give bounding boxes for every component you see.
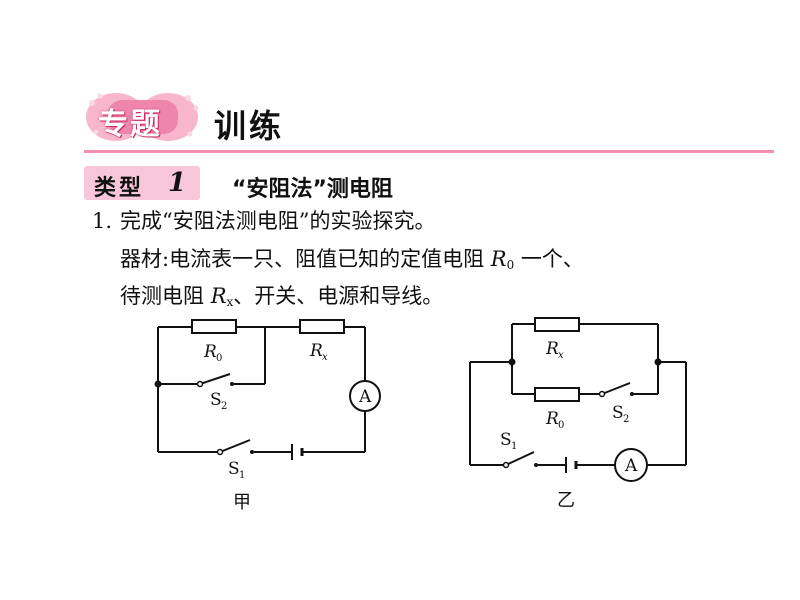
type-number: 1 <box>168 168 187 198</box>
type-label: 类型 <box>94 176 145 201</box>
section-title: “安阻法”测电阻 <box>232 177 393 202</box>
label-s2-left-sub: 2 <box>221 401 227 412</box>
switch-pivot-s2-right <box>598 390 606 398</box>
switch-s2-left <box>199 373 231 385</box>
question-text: 完成“安阻法测电阻”的实验探究。 <box>120 209 436 233</box>
label-rx-right-sub: x <box>558 350 564 361</box>
resistor-r0-left <box>191 319 237 334</box>
label-s2-right-sub: 2 <box>623 414 629 425</box>
switch-pivot-s1-right <box>502 461 510 469</box>
switch-contact-s2-left <box>230 382 234 386</box>
title-underline <box>84 150 774 153</box>
line3-suffix: 、开关、电源和导线。 <box>233 284 444 308</box>
question-number: 1. <box>92 209 113 233</box>
label-r0-right-sub: 0 <box>558 420 564 431</box>
equipment-suffix: 一个、 <box>520 247 584 271</box>
resistor-rx-left <box>299 319 345 334</box>
node-right-1 <box>508 358 516 366</box>
label-rx-right: R <box>545 339 559 359</box>
label-r0-left-sub: 0 <box>216 353 222 364</box>
rx-symbol: R <box>210 284 227 308</box>
label-rx-left: R <box>309 341 323 361</box>
equipment-line: 器材:电流表一只、阻值已知的定值电阻 R0 一个、 <box>120 244 584 280</box>
rx-subscript: x <box>226 295 234 309</box>
label-rx-left-sub: x <box>322 352 328 363</box>
switch-s1-left <box>219 439 251 453</box>
label-s1-left: S <box>228 459 240 479</box>
r0-symbol: R <box>490 247 507 271</box>
line3-prefix: 待测电阻 <box>120 284 204 308</box>
node-right-2 <box>654 358 662 366</box>
caption-right: 乙 <box>557 490 575 511</box>
badge-shape <box>86 93 199 141</box>
label-s1-right-sub: 1 <box>511 441 517 452</box>
label-s2-right: S <box>612 403 624 423</box>
r0-subscript: 0 <box>506 258 515 272</box>
equipment-line-2: 待测电阻 Rx、开关、电源和导线。 <box>120 281 443 317</box>
resistor-rx-right <box>534 317 580 332</box>
caption-left: 甲 <box>233 492 251 513</box>
ammeter-left-label: A <box>358 387 372 407</box>
circuit-right <box>469 317 687 482</box>
label-r0-left: R <box>203 342 217 362</box>
equipment-prefix: 器材:电流表一只、阻值已知的定值电阻 <box>120 247 485 271</box>
switch-pivot-s1-left <box>216 448 224 456</box>
badge-text: 专题 <box>98 107 162 142</box>
node-left-1 <box>154 380 162 388</box>
label-r0-right: R <box>545 409 559 429</box>
resistor-r0-right <box>534 387 580 402</box>
label-s1-right: S <box>500 430 512 450</box>
label-s1-left-sub: 1 <box>239 470 245 481</box>
switch-contact-s1-right <box>534 463 538 467</box>
ammeter-right-label: A <box>624 456 638 476</box>
label-s2-left: S <box>210 390 222 410</box>
page-title: 训练 <box>214 107 285 145</box>
type-tag <box>84 166 200 200</box>
switch-s2-right <box>601 382 631 395</box>
switch-contact-s2-right <box>630 392 634 396</box>
switch-s1-right <box>505 451 535 466</box>
switch-pivot-s2-left <box>196 380 204 388</box>
switch-contact-s1-left <box>250 450 254 454</box>
circuit-left <box>157 319 381 460</box>
